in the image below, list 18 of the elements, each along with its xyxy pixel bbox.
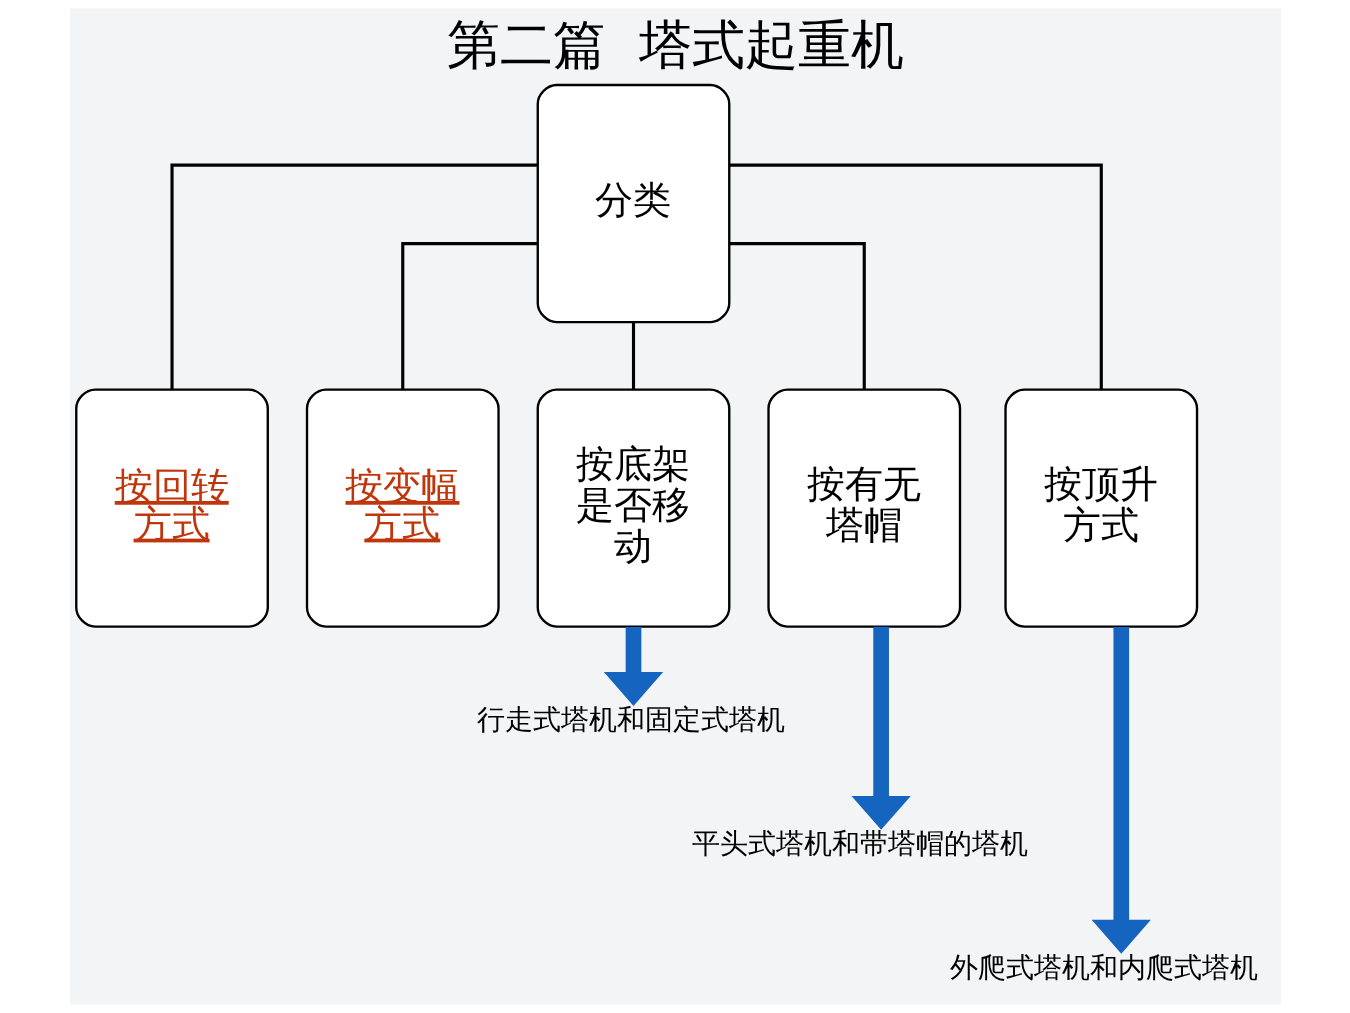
node-box: 按回转方式	[74, 388, 269, 628]
connector	[728, 242, 866, 389]
node-box: 按顶升方式	[1003, 388, 1198, 628]
node-box: 按变幅方式	[305, 388, 500, 628]
connector	[728, 163, 1103, 390]
node-text: 行走式塔机和固定式塔机	[476, 703, 785, 737]
arrow	[1091, 627, 1151, 954]
node-text: 外爬式塔机和内爬式塔机	[949, 951, 1258, 985]
node-box: 按有无塔帽	[766, 388, 961, 628]
diagram-title: 第二篇 塔式起重机	[446, 13, 904, 77]
connector	[631, 322, 635, 390]
node-box: 分类	[536, 83, 730, 324]
node-box: 按底架是否移动	[536, 388, 730, 628]
arrow	[850, 626, 911, 830]
connector	[400, 242, 538, 389]
connector	[169, 163, 537, 390]
node-text: 平头式塔机和带塔帽的塔机	[691, 827, 1028, 861]
arrow	[603, 627, 663, 706]
